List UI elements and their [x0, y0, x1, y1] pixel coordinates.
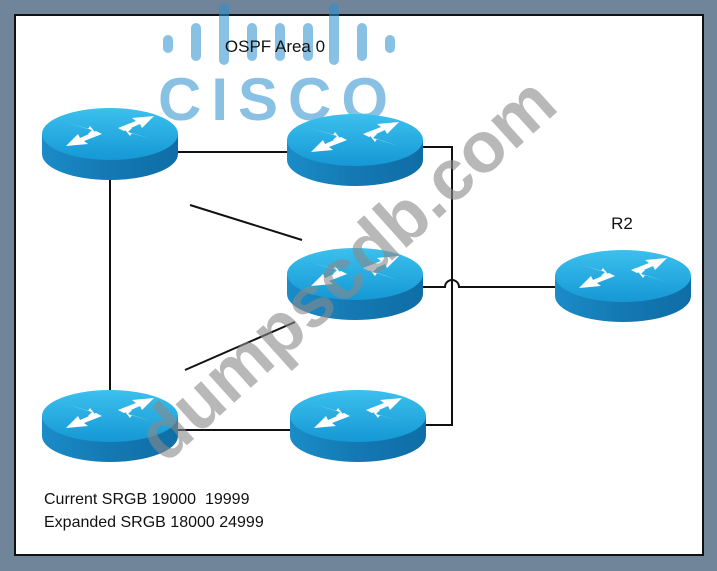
link-m-r2 [420, 279, 556, 288]
area-title: OSPF Area 0 [225, 37, 325, 56]
router-r2-icon[interactable] [555, 250, 691, 322]
link-tm-bm-trunk [420, 146, 453, 426]
current-srgb-note: Current SRGB 19000 19999 [44, 491, 250, 508]
router-top-left-icon[interactable] [42, 108, 178, 180]
link-tl-m [189, 204, 303, 241]
router-r2-label: R2 [611, 214, 633, 233]
expanded-srgb-note: Expanded SRGB 18000 24999 [44, 514, 264, 531]
router-bottom-middle-icon[interactable] [290, 390, 426, 462]
link-bl-m [184, 321, 296, 371]
